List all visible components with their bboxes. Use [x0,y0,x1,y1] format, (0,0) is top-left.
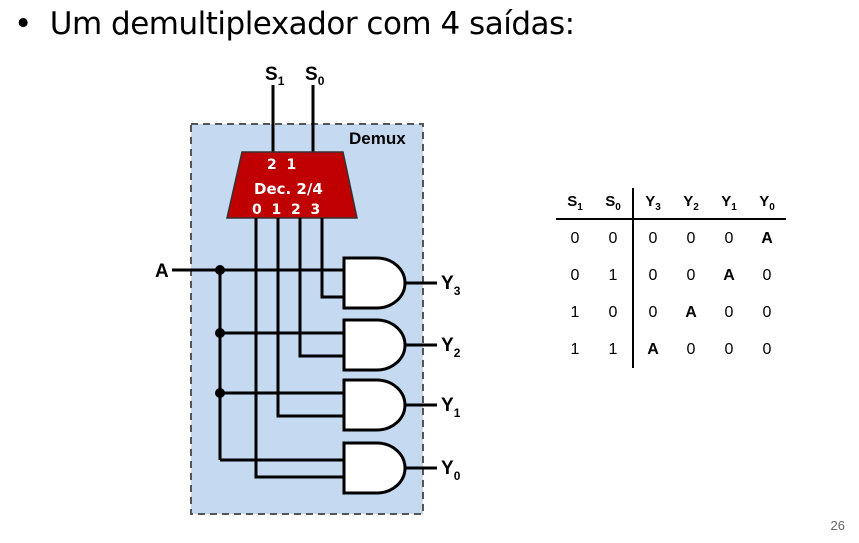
header-s0: S0 [594,188,633,220]
header-y3: Y3 [632,188,672,220]
truth-table: S1 S0 Y3 Y2 Y1 Y0 0 0 0 0 0 A 0 1 0 0 A … [556,188,786,368]
table-cell: 0 [632,219,672,257]
header-y0: Y0 [748,188,786,220]
table-cell: 0 [724,229,734,247]
table-cell: 0 [686,340,696,358]
junction-dot [215,388,225,398]
junction-dot [215,265,225,275]
table-row: 1 1 A 0 0 0 [556,331,786,368]
decoder-output-wire-3 [320,218,344,299]
table-cell: A [632,331,672,368]
table-cell: A [685,303,697,321]
decoder-select-pins: 2 1 [267,157,296,173]
decoder-output-wire-2 [298,218,344,358]
table-cell: 0 [724,340,734,358]
select-input-s1-label: S1 [265,64,285,88]
and-gate-y3 [342,256,407,310]
bullet-icon: • [14,6,32,42]
decoder-label: Dec. 2/4 [254,180,323,198]
decoder-output-pins: 0 1 2 3 [252,202,320,218]
select-input-s0-label: S0 [305,64,325,88]
page-number: 26 [830,518,845,533]
slide-title: • Um demultiplexador com 4 saídas: [14,6,575,42]
demux-container-label: Demux [349,129,406,148]
table-cell: 1 [608,340,618,358]
table-row: 0 1 0 0 A 0 [556,257,786,294]
table-cell: 0 [632,257,672,294]
table-cell: 1 [570,340,580,358]
table-cell: 0 [724,303,734,321]
header-y1: Y1 [710,188,748,220]
table-cell: 0 [686,266,696,284]
output-label-y1: Y1 [441,395,461,420]
table-cell: 1 [570,303,580,321]
and-gate-y2 [342,318,407,372]
table-row: 0 0 0 0 0 A [556,219,786,257]
junction-dot [215,328,225,338]
header-y2: Y2 [672,188,710,220]
truth-table-header-row: S1 S0 Y3 Y2 Y1 Y0 [556,188,786,220]
table-cell: A [761,229,773,247]
output-label-y2: Y2 [441,335,461,360]
output-label-y0: Y0 [441,458,461,483]
table-cell: 0 [762,303,772,321]
table-cell: 0 [608,229,618,247]
table-cell: A [723,266,735,284]
output-label-y3: Y3 [441,273,461,298]
table-cell: 0 [570,229,580,247]
slide-title-text: Um demultiplexador com 4 saídas: [49,6,575,42]
table-cell: 0 [632,294,672,331]
table-cell: 0 [686,229,696,247]
table-cell: 0 [762,340,772,358]
and-gate-y0 [342,441,407,495]
table-row: 1 0 0 A 0 0 [556,294,786,331]
decoder-output-wire-1 [276,218,344,418]
and-gate-y1 [342,378,407,432]
table-cell: 0 [570,266,580,284]
table-cell: 0 [608,303,618,321]
decoder-output-wire-0 [254,218,344,479]
decoder-block [226,151,358,219]
table-cell: 1 [608,266,618,284]
table-cell: 0 [762,266,772,284]
header-s1: S1 [556,188,594,220]
data-input-label: A [155,261,169,282]
